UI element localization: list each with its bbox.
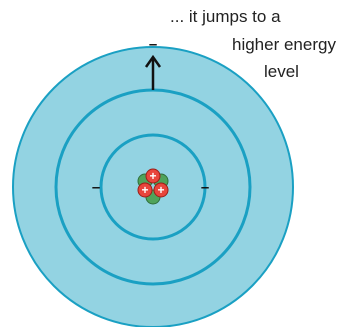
- proton-sign: +: [149, 169, 156, 183]
- annotation-line-1: ... it jumps to a: [170, 7, 281, 26]
- electron-top: –: [149, 36, 157, 53]
- electron-right: –: [201, 179, 209, 196]
- annotation-line-3: level: [264, 62, 299, 81]
- proton-sign: +: [141, 183, 148, 197]
- electron-left: –: [92, 179, 100, 196]
- annotation-line-2: higher energy: [232, 35, 336, 54]
- proton-sign: +: [157, 183, 164, 197]
